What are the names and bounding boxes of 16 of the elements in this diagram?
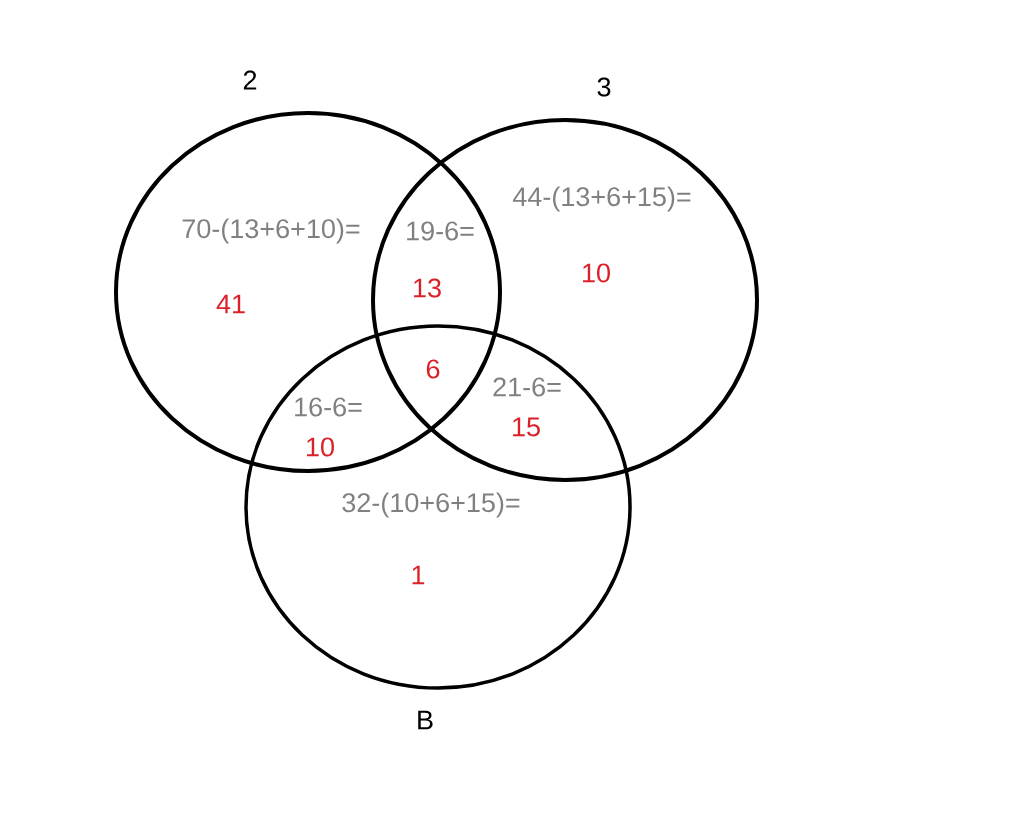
formula-text: 19-6= [407, 221, 474, 241]
set-label: 2 [243, 70, 257, 90]
result-number: 15 [513, 417, 540, 437]
formula-text: 16-6= [295, 397, 362, 417]
set-label: B [418, 710, 433, 730]
formula-text: 32-(10+6+15)= [342, 492, 520, 518]
result-number: 10 [307, 437, 334, 457]
result-number: 1 [412, 565, 425, 585]
set-label: 3 [597, 77, 611, 97]
result-number: 10 [583, 263, 610, 283]
formula-text: 70-(13+6+10)= [182, 218, 360, 244]
formula-text: 44-(13+6+15)= [512, 186, 691, 212]
result-number: 6 [426, 359, 440, 379]
result-number: 13 [414, 278, 441, 298]
result-number: 41 [216, 294, 245, 314]
formula-text: 21-6= [493, 377, 561, 397]
